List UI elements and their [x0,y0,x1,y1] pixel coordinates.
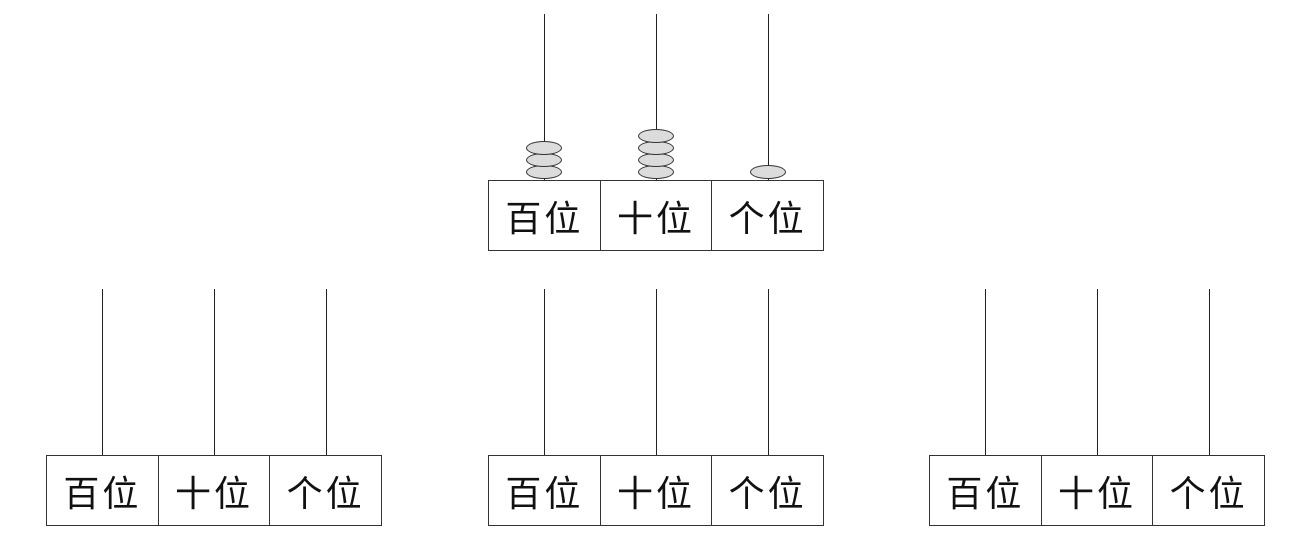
place-label-ones: 个位 [728,198,807,240]
rod-tens [655,289,657,455]
bead [638,141,674,155]
abacus-blank-3: 百位十位个位 [929,275,1265,526]
rod-ones [325,289,327,455]
rod-tens [655,14,657,180]
bead [526,141,562,155]
rod-hundreds [101,289,103,455]
bead [638,153,674,167]
place-label-hundreds: 百位 [489,456,601,525]
place-label-tens: 十位 [601,181,713,250]
place-value-labels: 百位十位个位 [929,455,1265,526]
place-value-labels: 百位十位个位 [488,455,824,526]
rod-ones [767,289,769,455]
rod-tens [1096,289,1098,455]
rod-hundreds [543,289,545,455]
rod-hundreds [543,14,545,180]
bead [750,165,786,179]
place-label-hundreds: 百位 [930,456,1042,525]
place-label-ones: 个位 [1169,473,1248,515]
rod-ones [1208,289,1210,455]
place-value-labels: 百位十位个位 [46,455,382,526]
rod-hundreds [984,289,986,455]
place-label-hundreds: 百位 [47,456,159,525]
place-value-labels: 百位十位个位 [488,180,824,251]
abacus-blank-2: 百位十位个位 [488,275,824,526]
rod-ones [767,14,769,180]
place-label-tens: 十位 [159,456,271,525]
place-label-ones: 个位 [286,473,365,515]
place-label-ones: 个位 [728,473,807,515]
abacus-example: 百位十位个位 [488,0,824,251]
abacus-blank-1: 百位十位个位 [46,275,382,526]
bead [638,129,674,143]
bead [638,165,674,179]
place-label-hundreds: 百位 [489,181,601,250]
bead [526,153,562,167]
bead [526,165,562,179]
place-label-tens: 十位 [601,456,713,525]
rod-tens [213,289,215,455]
place-label-tens: 十位 [1042,456,1154,525]
